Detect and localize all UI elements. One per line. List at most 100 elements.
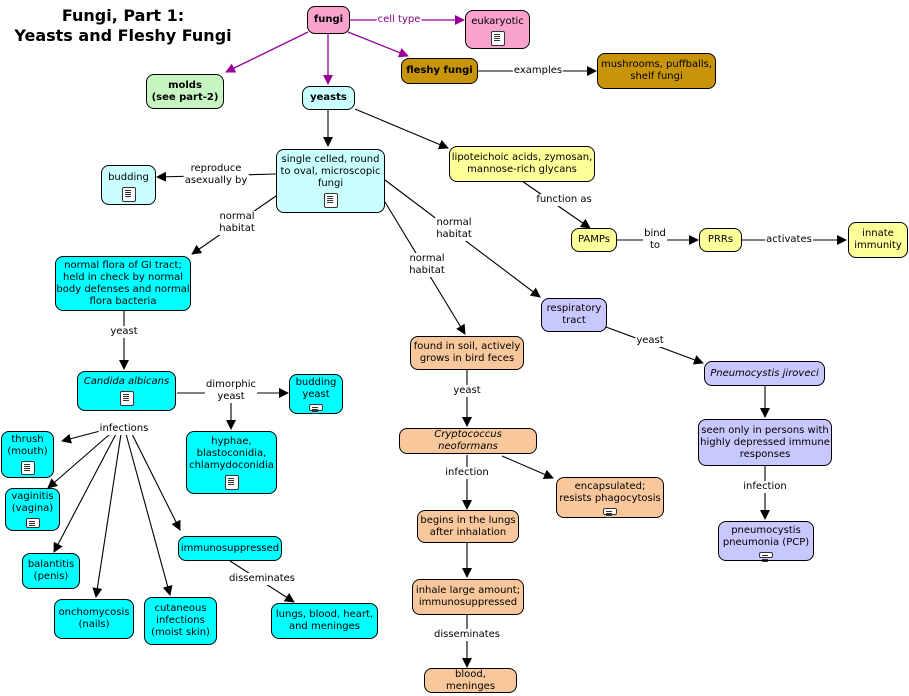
node-vaginitis[interactable]: vaginitis (vagina) — [5, 488, 60, 531]
node-single-celled-text: single celled, round to oval, microscopi… — [280, 154, 381, 189]
node-prrs-text: PRRs — [707, 234, 734, 245]
node-pcp[interactable]: pneumocystis pneumonia (PCP) — [718, 521, 814, 561]
label-yeast-1: yeast — [109, 326, 139, 338]
link-candida-balantitis — [53, 433, 117, 553]
label-yeast-3: yeast — [635, 335, 665, 347]
document-icon[interactable] — [121, 187, 136, 202]
node-single-celled[interactable]: single celled, round to oval, microscopi… — [276, 149, 385, 213]
link-candida-thrush — [61, 429, 105, 444]
node-candida-text: Candida albicans — [83, 376, 170, 387]
node-budding-yeast-text: budding yeast — [295, 377, 337, 400]
node-inhale-large[interactable]: inhale large amount; immunosuppressed — [412, 579, 524, 615]
label-normal-habitat-1: normal habitat — [218, 211, 256, 235]
node-lungs-blood[interactable]: lungs, blood, heart, and meninges — [271, 603, 378, 639]
node-normal-flora-text: normal flora of GI tract; held in check … — [56, 259, 190, 307]
node-respiratory-tract[interactable]: respiratory tract — [541, 298, 607, 332]
node-lungs-blood-text: lungs, blood, heart, and meninges — [275, 609, 374, 632]
node-begins-in-lungs-text: begins in the lungs after inhalation — [420, 514, 516, 538]
node-pamps-text: PAMPs — [578, 234, 610, 245]
node-fungi-text: fungi — [313, 14, 344, 25]
label-yeast-2: yeast — [452, 385, 482, 397]
node-balantitis-text: balantitis (penis) — [27, 559, 75, 582]
node-balantitis[interactable]: balantitis (penis) — [22, 553, 80, 589]
node-vaginitis-text: vaginitis (vagina) — [11, 491, 54, 514]
node-blood-meninges-text: blood, meninges — [445, 668, 496, 692]
node-hyphae-text: hyphae, blastoconidia, chlamydoconidia — [189, 435, 274, 471]
label-function-as: function as — [535, 194, 593, 206]
link-yeasts-lipo — [354, 108, 449, 150]
document-icon[interactable] — [309, 404, 323, 411]
label-normal-habitat-2: normal habitat — [408, 253, 446, 277]
node-prrs[interactable]: PRRs — [699, 228, 742, 252]
document-icon[interactable] — [25, 518, 40, 528]
document-icon[interactable] — [603, 508, 617, 515]
node-encapsulated-text: encapsulated; resists phagocytosis — [559, 481, 661, 504]
node-immunosuppressed-text: immunosuppressed — [180, 542, 280, 554]
label-reproduce: reproduce asexually by — [183, 163, 249, 187]
node-budding-text: budding — [108, 172, 149, 183]
node-lipoteichoic[interactable]: lipoteichoic acids, zymosan, mannose-ric… — [449, 146, 595, 182]
title-line-1: Fungi, Part 1: — [61, 6, 185, 25]
node-onchomycosis[interactable]: onchomycosis (nails) — [54, 599, 134, 639]
node-found-in-soil-text: found in soil, actively grows in bird fe… — [413, 341, 521, 364]
node-eukaryotic-text: eukaryotic — [471, 16, 524, 27]
document-icon[interactable] — [224, 474, 239, 490]
node-yeasts[interactable]: yeasts — [302, 86, 355, 110]
title-line-2: Yeasts and Fleshy Fungi — [14, 26, 232, 45]
document-icon[interactable] — [20, 461, 35, 475]
node-pneumocystis-text: Pneumocystis jiroveci — [710, 367, 819, 379]
node-cutaneous-text: cutaneous infections (moist skin) — [151, 603, 210, 638]
node-mushrooms[interactable]: mushrooms, puffballs, shelf fungi — [597, 53, 716, 89]
node-fleshy-fungi[interactable]: fleshy fungi — [401, 58, 478, 84]
node-immunosuppressed[interactable]: immunosuppressed — [178, 536, 282, 561]
node-budding[interactable]: budding — [101, 165, 156, 205]
node-hyphae[interactable]: hyphae, blastoconidia, chlamydoconidia — [186, 431, 277, 494]
label-infections: infections — [98, 423, 150, 435]
node-molds[interactable]: molds (see part-2) — [146, 74, 224, 109]
label-bind-to: bind to — [643, 228, 667, 252]
node-respiratory-tract-text: respiratory tract — [546, 303, 602, 326]
node-innate-immunity-text: innate immunity — [854, 228, 902, 251]
node-pcp-text: pneumocystis pneumonia (PCP) — [722, 525, 810, 548]
label-examples: examples — [512, 65, 564, 77]
label-infection-2: infection — [742, 481, 788, 493]
node-fungi[interactable]: fungi — [307, 6, 350, 34]
label-infection-1: infection — [444, 467, 490, 479]
label-dimorphic-yeast: dimorphic yeast — [204, 379, 258, 403]
node-begins-in-lungs[interactable]: begins in the lungs after inhalation — [417, 510, 519, 543]
node-seen-only[interactable]: seen only in persons with highly depress… — [698, 419, 832, 466]
link-fungi-fleshy — [347, 31, 409, 58]
link-candida-cutaneous — [125, 433, 173, 596]
node-eukaryotic[interactable]: eukaryotic — [465, 10, 530, 49]
node-blood-meninges[interactable]: blood, meninges — [424, 668, 517, 693]
document-icon[interactable] — [323, 193, 338, 208]
node-thrush-text: thrush (mouth) — [7, 434, 48, 457]
node-cutaneous[interactable]: cutaneous infections (moist skin) — [144, 597, 217, 645]
node-found-in-soil[interactable]: found in soil, actively grows in bird fe… — [410, 336, 524, 370]
link-candida-onchomycosis — [92, 433, 122, 598]
node-innate-immunity[interactable]: innate immunity — [848, 222, 908, 258]
node-pamps[interactable]: PAMPs — [571, 228, 617, 252]
node-lipoteichoic-text: lipoteichoic acids, zymosan, mannose-ric… — [451, 152, 593, 175]
node-cryptococcus-text: Cryptococcus neoformans — [434, 429, 502, 452]
link-candida-vaginitis — [47, 433, 111, 489]
node-molds-text: molds (see part-2) — [151, 79, 219, 103]
label-disseminates-2: disseminates — [433, 629, 501, 641]
node-onchomycosis-text: onchomycosis (nails) — [58, 607, 130, 630]
document-icon[interactable] — [759, 552, 773, 558]
node-budding-yeast[interactable]: budding yeast — [289, 374, 343, 414]
node-inhale-large-text: inhale large amount; immunosuppressed — [415, 585, 521, 608]
node-pneumocystis[interactable]: Pneumocystis jiroveci — [704, 361, 825, 386]
node-fleshy-fungi-text: fleshy fungi — [406, 65, 473, 76]
node-normal-flora[interactable]: normal flora of GI tract; held in check … — [55, 256, 191, 311]
node-thrush[interactable]: thrush (mouth) — [1, 431, 54, 478]
label-cell-type: cell type — [376, 14, 422, 26]
link-fungi-molds — [225, 31, 309, 73]
document-icon[interactable] — [119, 391, 134, 406]
node-cryptococcus[interactable]: Cryptococcus neoformans — [399, 428, 537, 454]
document-icon[interactable] — [490, 31, 505, 46]
node-encapsulated[interactable]: encapsulated; resists phagocytosis — [556, 477, 664, 518]
node-candida[interactable]: Candida albicans — [77, 371, 176, 411]
link-candida-immuno — [131, 433, 181, 531]
node-yeasts-text: yeasts — [310, 92, 347, 103]
